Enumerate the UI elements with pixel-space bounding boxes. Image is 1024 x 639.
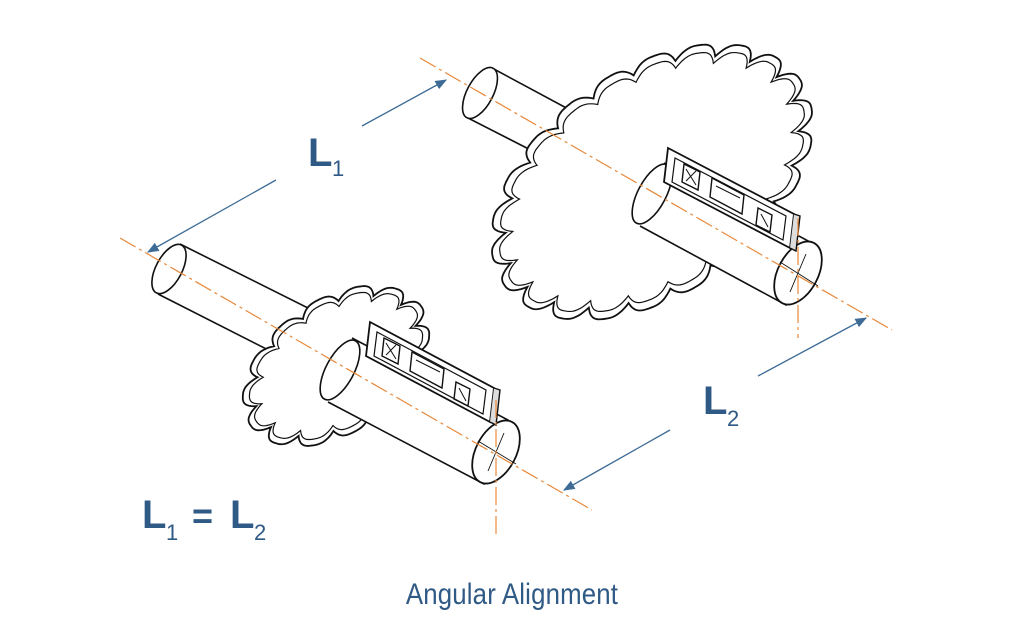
upper-alignment-bracket — [663, 146, 801, 253]
dimension-arrows — [146, 79, 868, 491]
equation-l1-equals-l2: L 1 = L 2 — [142, 493, 266, 545]
lower-shaft-centerline — [119, 237, 593, 511]
svg-text:2: 2 — [254, 520, 266, 545]
lower-shaft-assembly — [151, 243, 521, 486]
upper-shaft-centerline — [419, 57, 893, 331]
upper-shaft-assembly — [461, 43, 823, 321]
l2-label: L 2 — [703, 379, 739, 431]
svg-text:L: L — [703, 379, 727, 423]
figure-caption: Angular Alignment — [405, 578, 619, 611]
centerlines — [119, 57, 893, 534]
svg-text:1: 1 — [166, 520, 178, 545]
svg-text:1: 1 — [332, 156, 344, 181]
svg-text:L: L — [142, 493, 166, 537]
svg-text:=: = — [192, 495, 213, 536]
l1-label: L 1 — [308, 131, 344, 181]
svg-text:2: 2 — [727, 406, 739, 431]
lower-alignment-bracket — [365, 320, 501, 427]
l1-arrow-lower — [146, 179, 277, 253]
l2-arrow-lower — [562, 429, 671, 491]
svg-text:L: L — [308, 131, 332, 175]
l1-arrow-upper — [361, 79, 448, 127]
svg-text:L: L — [230, 493, 254, 537]
l2-arrow-upper — [757, 317, 868, 377]
